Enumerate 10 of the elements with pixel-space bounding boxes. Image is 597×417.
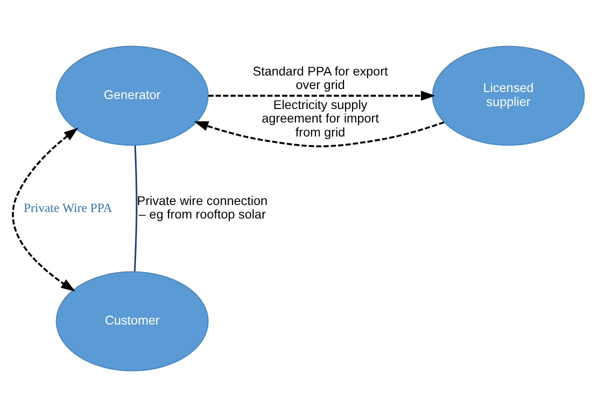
- edge-label: Electricity supply agreement for import from grid: [262, 98, 379, 140]
- node-ellipse: Licensed supplier: [432, 46, 585, 146]
- arrow: [208, 90, 436, 101]
- edge-label: Private Wire PPA: [24, 200, 112, 215]
- node-ellipse: Customer: [56, 271, 209, 372]
- arrow: [194, 121, 444, 148]
- connector: [134, 145, 138, 272]
- arrow: [12, 128, 78, 292]
- edge-label: Standard PPA for export over grid: [252, 64, 388, 92]
- edge-label: Private wire connection – eg from rooftop solar: [137, 194, 268, 222]
